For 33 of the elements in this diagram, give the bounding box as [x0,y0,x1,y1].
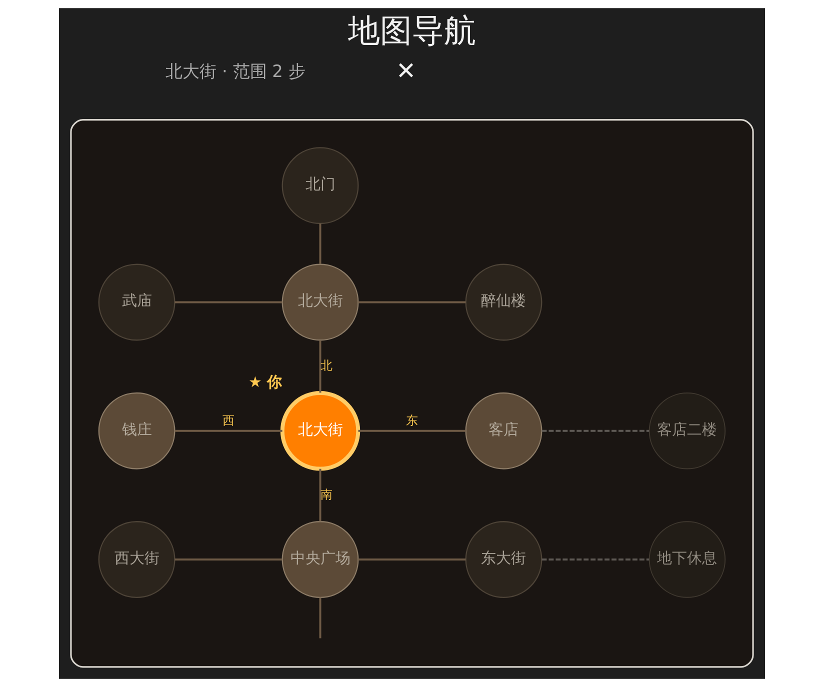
connector [358,558,466,561]
node-circle: 北大街 [282,264,359,341]
node-circle: 钱庄 [98,392,176,470]
connector [174,430,282,432]
node-circle: 西大街 [98,521,176,598]
connector [174,558,282,561]
connector [358,301,466,304]
cluster [70,118,754,668]
connector [542,558,650,561]
node-circle: 东大街 [465,521,542,598]
diagram-title: 地图导航 [348,12,476,50]
connector [174,301,282,304]
node-circle: 武庙 [98,264,176,341]
label: ✕ [396,57,416,86]
connector [358,430,466,432]
node-circle: 地下休息 [648,521,726,598]
node-circle: 客店二楼 [648,392,726,470]
connector [542,430,650,432]
edge-label: 西 [222,414,235,428]
edge-label: 南 [320,487,333,502]
edge-label: 东 [406,414,418,428]
edge-label: 北 [320,358,333,373]
label: 北大街 · 范围 2 步 [166,60,306,81]
node-circle: 北门 [282,147,359,224]
node-label: ★ 你 [248,373,282,392]
node-circle: 北大街 [280,391,360,471]
node-circle: 中央广场 [282,521,359,598]
connector [319,468,322,522]
connector [319,224,322,264]
connector [319,340,322,393]
node-circle: 醉仙楼 [465,264,542,341]
node-circle: 客店 [465,392,542,470]
connector [319,598,322,638]
